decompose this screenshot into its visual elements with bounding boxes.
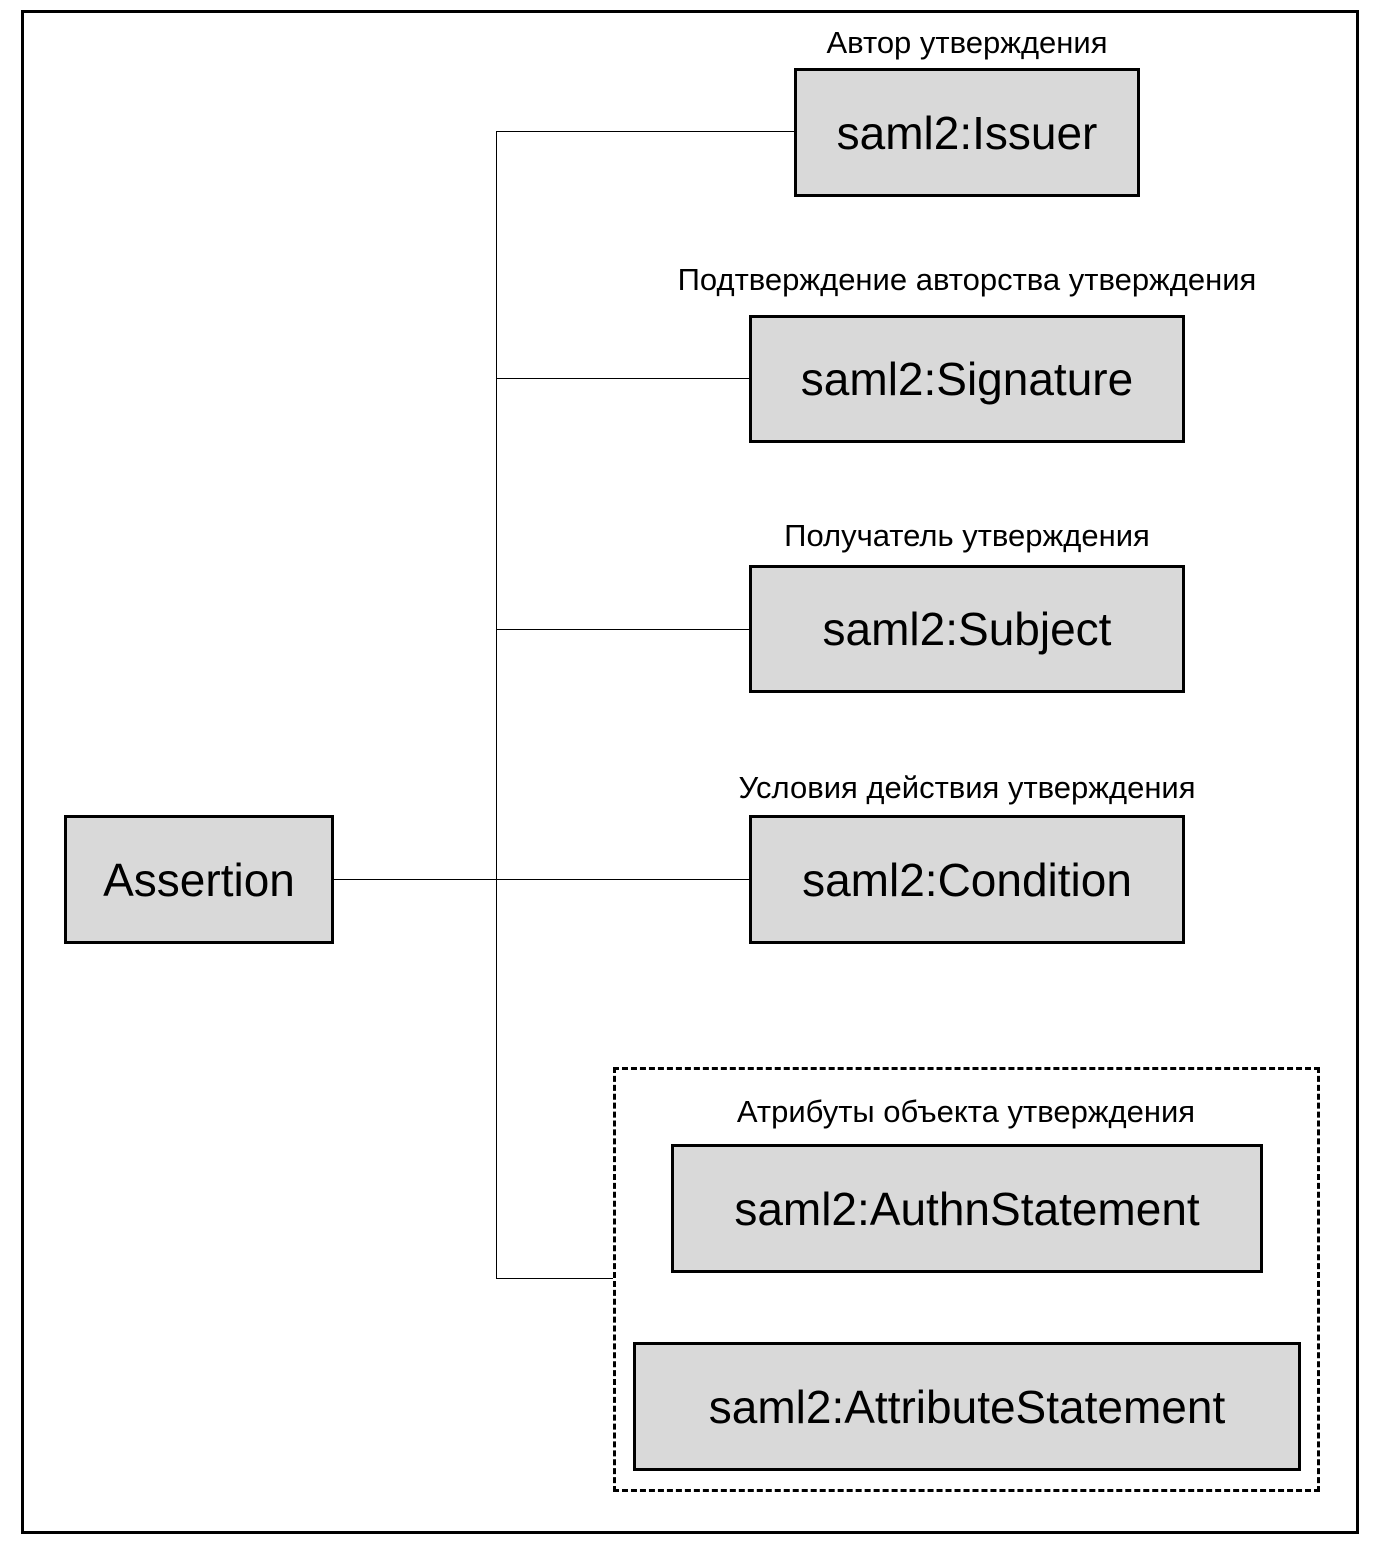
subject-caption: Получатель утверждения xyxy=(784,518,1150,553)
attribute-statement-label: saml2:AttributeStatement xyxy=(708,1380,1226,1433)
assertion-node: Assertion xyxy=(64,815,334,944)
subject-node: saml2:Subject xyxy=(749,565,1185,693)
connector-signature xyxy=(496,378,750,379)
attribute-statement-node: saml2:AttributeStatement xyxy=(633,1342,1301,1471)
group-caption: Атрибуты объекта утверждения xyxy=(736,1094,1196,1129)
condition-label: saml2:Condition xyxy=(802,853,1132,906)
connector-subject xyxy=(496,629,750,630)
trunk-line xyxy=(496,131,497,1279)
subject-label: saml2:Subject xyxy=(822,603,1112,655)
connector-group xyxy=(496,1278,613,1279)
condition-caption: Условия действия утверждения xyxy=(738,770,1196,805)
connector-issuer xyxy=(496,131,795,132)
signature-caption: Подтверждение авторства утверждения xyxy=(677,262,1257,297)
signature-label: saml2:Signature xyxy=(800,353,1134,405)
authn-statement-node: saml2:AuthnStatement xyxy=(671,1144,1263,1273)
statements-group xyxy=(613,1067,1320,1492)
issuer-node: saml2:Issuer xyxy=(794,68,1140,197)
issuer-caption: Автор утверждения xyxy=(826,25,1108,60)
condition-node: saml2:Condition xyxy=(749,815,1185,944)
connector-condition xyxy=(496,879,750,880)
diagram-frame xyxy=(21,10,1359,1534)
assertion-label: Assertion xyxy=(103,853,295,906)
issuer-label: saml2:Issuer xyxy=(836,106,1098,159)
connector-root xyxy=(332,879,497,880)
signature-node: saml2:Signature xyxy=(749,315,1185,443)
authn-statement-label: saml2:AuthnStatement xyxy=(734,1182,1200,1235)
